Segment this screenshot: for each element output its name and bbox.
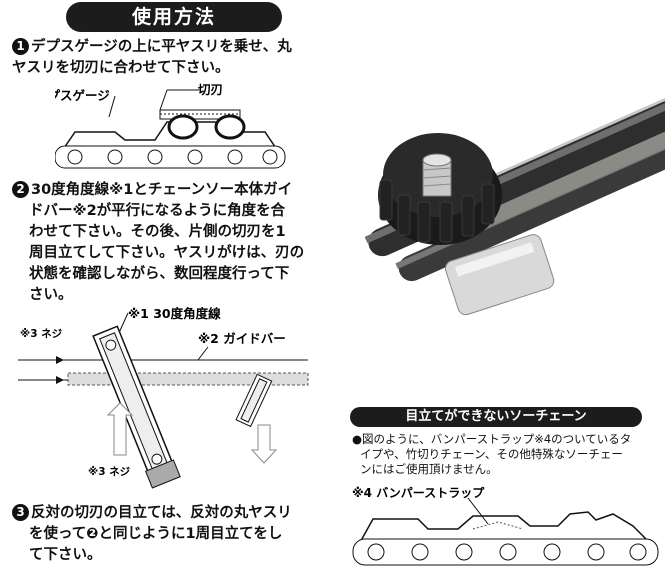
bumper-strap-label: ※4 バンパーストラップ [352, 485, 485, 500]
screw-bottom-label: ※3 ネジ [88, 466, 131, 478]
product-photo [364, 85, 665, 316]
guide-bar-label: ※2 ガイドバー [198, 331, 286, 346]
cutter-label: 切刃 [198, 82, 223, 97]
screw-top-label: ※3 ネジ [20, 328, 63, 340]
step-3-number: 3 [12, 504, 29, 521]
notice-title: 目立てができないソーチェーン [350, 407, 642, 427]
depth-gauge-label: デプスゲージ [55, 88, 110, 103]
depth-gauge-diagram: デプスゲージ 切刃 [55, 82, 286, 169]
bumper-strap-diagram: ※4 バンパーストラップ [352, 485, 659, 566]
notice-text: ●図のように、バンパーストラップ※4のついているタ イプや、竹切りチェーン、その… [352, 432, 632, 476]
angle-line-label: ※1 30度角度線 [128, 306, 221, 321]
page-title: 使用方法 [66, 2, 282, 32]
step-1-number: 1 [12, 38, 29, 55]
step-2-number: 2 [12, 181, 29, 198]
angle-diagram: ※1 30度角度線 ※3 ネジ ※2 ガイドバー ※3 ネジ [18, 306, 309, 489]
